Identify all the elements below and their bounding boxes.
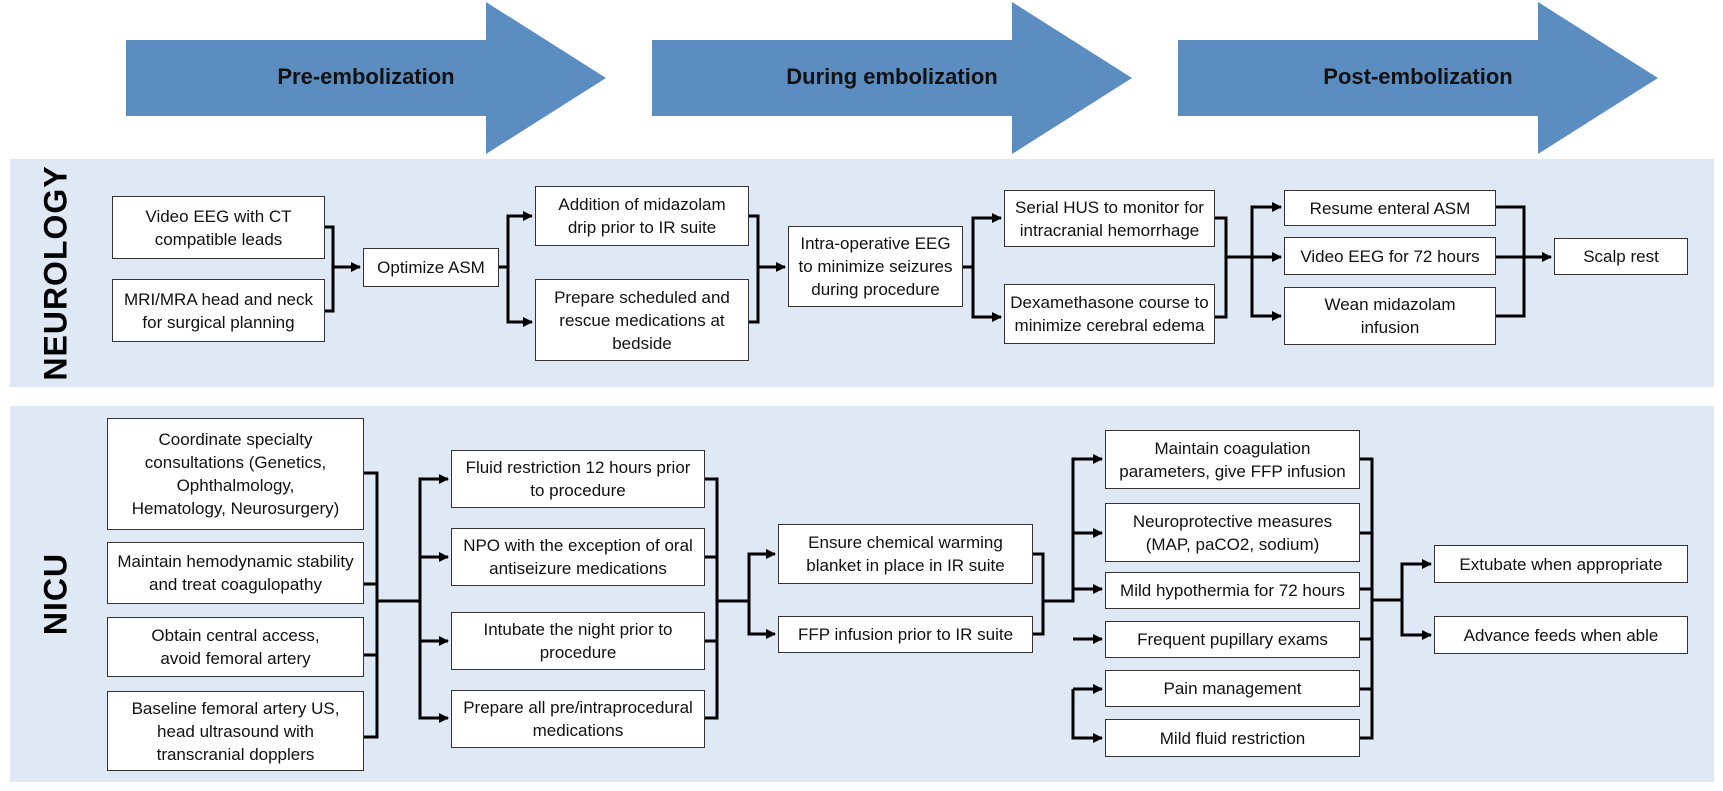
box-midazolam-drip: Addition of midazolam drip prior to IR s… [535, 186, 749, 246]
box-intubate: Intubate the night prior to procedure [451, 612, 705, 670]
box-video-eeg-72: Video EEG for 72 hours [1284, 237, 1496, 275]
box-scalp-rest: Scalp rest [1554, 238, 1688, 275]
box-prepare-meds: Prepare scheduled and rescue medications… [535, 279, 749, 361]
box-extubate: Extubate when appropriate [1434, 545, 1688, 583]
box-prepare-all: Prepare all pre/intraprocedural medicati… [451, 690, 705, 748]
box-coordinate-consultations: Coordinate specialty consultations (Gene… [107, 418, 364, 530]
box-neuroprotective: Neuroprotective measures (MAP, paCO2, so… [1105, 503, 1360, 562]
box-hemodynamic-stability: Maintain hemodynamic stability and treat… [107, 542, 364, 604]
box-hypothermia: Mild hypothermia for 72 hours [1105, 572, 1360, 609]
phase-label-pre: Pre-embolization [277, 64, 455, 89]
phase-arrow-post: Post-embolization [1178, 2, 1658, 154]
box-mri-mra: MRI/MRA head and neck for surgical plann… [112, 279, 325, 342]
box-wean-midazolam: Wean midazolam infusion [1284, 287, 1496, 345]
box-pain: Pain management [1105, 670, 1360, 707]
phase-arrow-pre: Pre-embolization [126, 2, 606, 154]
phase-label-post: Post-embolization [1323, 64, 1513, 89]
box-ffp-prior: FFP infusion prior to IR suite [778, 616, 1033, 653]
box-dexamethasone: Dexamethasone course to minimize cerebra… [1004, 284, 1215, 344]
box-fluid-restriction: Fluid restriction 12 hours prior to proc… [451, 450, 705, 508]
box-baseline-us: Baseline femoral artery US, head ultraso… [107, 691, 364, 771]
box-video-eeg: Video EEG with CT compatible leads [112, 196, 325, 259]
box-mild-fluid: Mild fluid restriction [1105, 719, 1360, 757]
box-optimize-asm: Optimize ASM [363, 248, 499, 287]
box-central-access: Obtain central access, avoid femoral art… [107, 617, 364, 677]
box-advance-feeds: Advance feeds when able [1434, 616, 1688, 654]
box-pupillary: Frequent pupillary exams [1105, 621, 1360, 658]
phase-arrow-during: During embolization [652, 2, 1132, 154]
box-coagulation: Maintain coagulation parameters, give FF… [1105, 430, 1360, 489]
phase-label-during: During embolization [786, 64, 998, 89]
box-serial-hus: Serial HUS to monitor for intracranial h… [1004, 190, 1215, 247]
box-warming-blanket: Ensure chemical warming blanket in place… [778, 524, 1033, 584]
box-resume-asm: Resume enteral ASM [1284, 190, 1496, 226]
box-npo: NPO with the exception of oral antiseizu… [451, 528, 705, 586]
box-intraop-eeg: Intra-operative EEG to minimize seizures… [788, 226, 963, 307]
